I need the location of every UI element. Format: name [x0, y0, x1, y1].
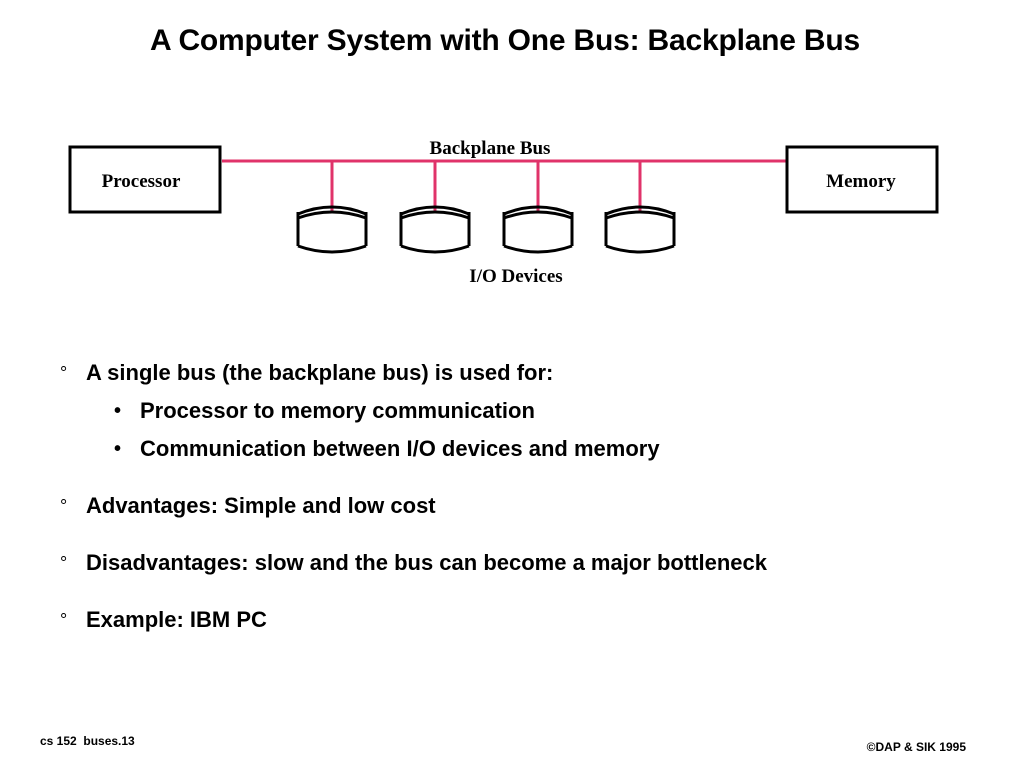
bullet-item: ° Advantages: Simple and low cost [60, 491, 1000, 548]
degree-bullet-icon: ° [60, 363, 68, 383]
io-devices [296, 161, 676, 254]
io-device [399, 161, 471, 254]
processor-label: Processor [102, 171, 181, 192]
bullet-item: ° Example: IBM PC [60, 605, 1000, 643]
io-devices-label: I/O Devices [469, 266, 562, 287]
bullet-list: ° A single bus (the backplane bus) is us… [60, 358, 1000, 643]
degree-bullet-icon: ° [60, 610, 68, 630]
memory-box [785, 145, 939, 214]
io-device [502, 161, 574, 254]
sub-bullet-item: • Processor to memory communication [60, 396, 1000, 434]
bullet-text: Disadvantages: slow and the bus can beco… [86, 550, 767, 575]
bullet-text: Advantages: Simple and low cost [86, 493, 436, 518]
degree-bullet-icon: ° [60, 553, 68, 573]
memory-label: Memory [826, 171, 896, 192]
dot-bullet-icon: • [114, 400, 122, 422]
slide-title: A Computer System with One Bus: Backplan… [149, 24, 861, 57]
io-device [604, 161, 676, 254]
dot-bullet-icon: • [114, 438, 122, 460]
bullet-text: Example: IBM PC [86, 607, 267, 632]
sub-bullet-text: Communication between I/O devices and me… [140, 436, 660, 461]
sub-bullet-item: • Communication between I/O devices and … [60, 434, 1000, 491]
bullet-text: A single bus (the backplane bus) is used… [86, 360, 554, 385]
sub-bullet-text: Processor to memory communication [140, 398, 535, 423]
bullet-item: ° A single bus (the backplane bus) is us… [60, 358, 1000, 396]
backplane-bus-label: Backplane Bus [430, 138, 551, 159]
io-device [296, 161, 368, 254]
processor-box [68, 145, 222, 214]
bus-diagram: Backplane Bus Processor Memory [68, 138, 939, 287]
footer-course-label: cs 152 buses.13 [40, 734, 135, 748]
bullet-item: ° Disadvantages: slow and the bus can be… [60, 548, 1000, 605]
footer-copyright: ©DAP & SIK 1995 [866, 740, 966, 754]
degree-bullet-icon: ° [60, 496, 68, 516]
